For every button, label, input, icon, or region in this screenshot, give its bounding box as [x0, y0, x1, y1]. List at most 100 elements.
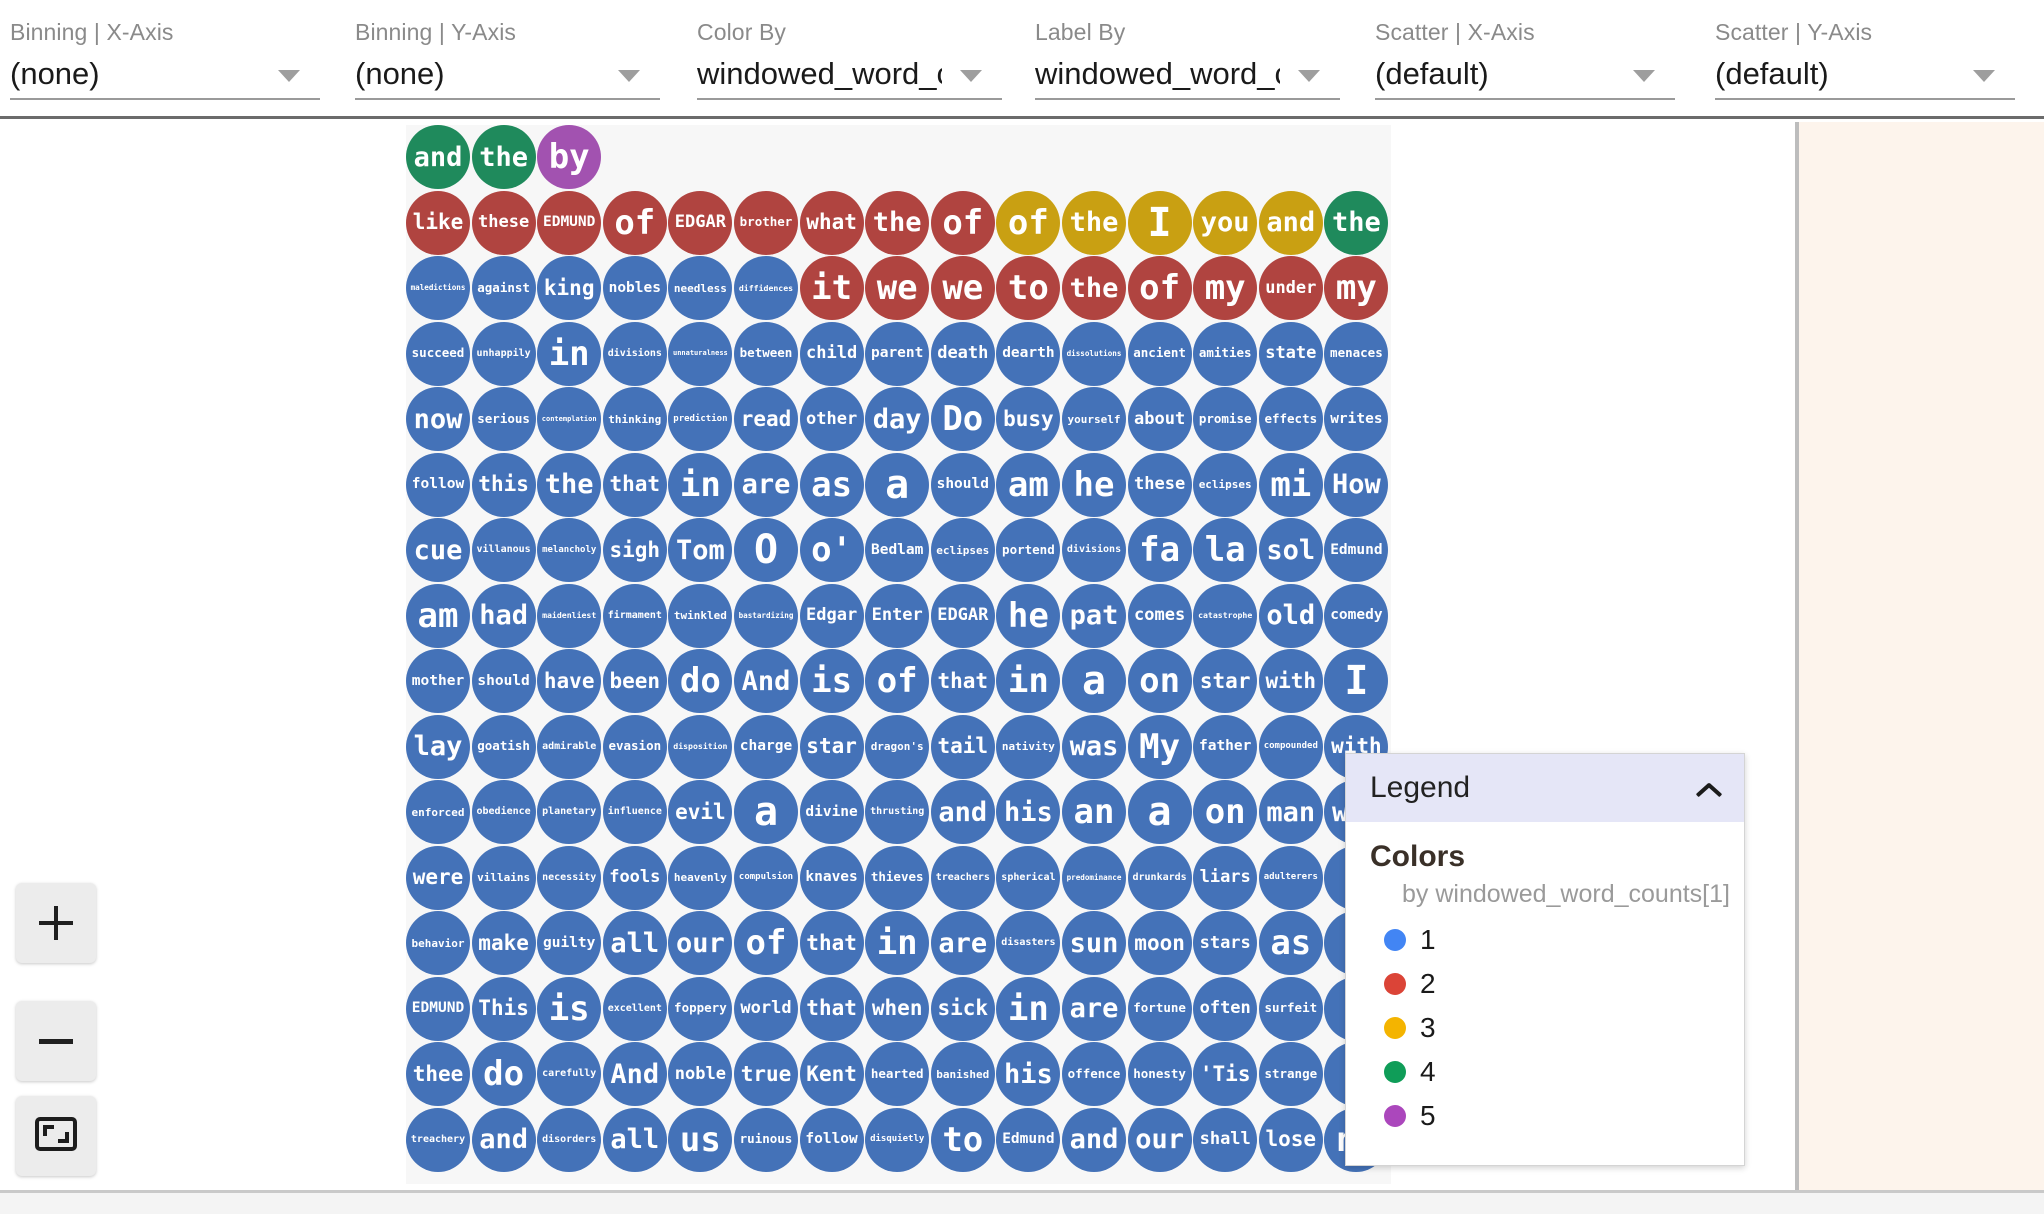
bubble-node[interactable]: the	[865, 190, 930, 255]
bubble-node[interactable]: menaces	[1324, 321, 1389, 386]
bubble-node[interactable]: on	[1193, 780, 1258, 844]
control-binning-y-axis[interactable]: Binning | Y-Axis(none)	[355, 18, 660, 100]
bubble-node[interactable]: sick	[930, 976, 995, 1041]
select-binning-x-axis[interactable]: (none)	[10, 54, 320, 100]
bubble-node[interactable]: And	[602, 1042, 667, 1106]
bubble-node[interactable]: state	[1258, 321, 1323, 386]
bubble-node[interactable]: o'	[799, 518, 864, 582]
bubble-node[interactable]: of	[930, 190, 995, 255]
bubble-node[interactable]: been	[602, 649, 667, 713]
bubble-node[interactable]: bastardizing	[734, 583, 798, 648]
bubble-node[interactable]: a	[1127, 780, 1192, 844]
bubble-node[interactable]: knaves	[799, 845, 864, 910]
legend-panel[interactable]: Legend Colors by windowed_word_counts[1]…	[1345, 753, 1745, 1166]
bubble-node[interactable]: my	[1324, 256, 1389, 320]
bubble-node[interactable]: an	[1062, 780, 1126, 844]
bubble-node[interactable]: thinking	[602, 387, 667, 451]
bubble-node[interactable]: maledictions	[406, 256, 470, 320]
bubble-node[interactable]: Kent	[799, 1042, 864, 1106]
bubble-node[interactable]: that	[799, 911, 864, 975]
bubble-node[interactable]: am	[406, 583, 470, 648]
bubble-node[interactable]: adulterers	[1258, 845, 1323, 910]
bubble-node[interactable]: do	[668, 649, 733, 713]
bubble-node[interactable]: and	[1258, 190, 1323, 255]
bubble-node[interactable]: Edmund	[996, 1107, 1061, 1172]
bubble-node[interactable]: of	[865, 649, 930, 713]
legend-item[interactable]: 1	[1384, 923, 1720, 957]
bubble-node[interactable]: evil	[668, 780, 733, 844]
bubble-node[interactable]: are	[1062, 976, 1126, 1041]
bubble-node[interactable]: noble	[668, 1042, 733, 1106]
bubble-node[interactable]: cue	[406, 518, 470, 582]
legend-header[interactable]: Legend	[1346, 754, 1744, 822]
bubble-node[interactable]: a	[865, 452, 930, 517]
bubble-node[interactable]: necessity	[537, 845, 602, 910]
bubble-node[interactable]: mi	[1258, 452, 1323, 517]
bubble-node[interactable]: should	[930, 452, 995, 517]
bubble-node[interactable]: Do	[930, 387, 995, 451]
bubble-node[interactable]: offence	[1062, 1042, 1126, 1106]
bubble-node[interactable]: hearted	[865, 1042, 930, 1106]
bubble-node[interactable]: Tom	[668, 518, 733, 582]
bubble-node[interactable]: his	[996, 780, 1061, 844]
bubble-node[interactable]: he	[1062, 452, 1126, 517]
bubble-node[interactable]: diffidences	[734, 256, 798, 320]
bubble-node[interactable]: all	[602, 1107, 667, 1172]
bubble-node[interactable]: surfeit	[1258, 976, 1323, 1041]
select-binning-y-axis[interactable]: (none)	[355, 54, 660, 100]
bubble-node[interactable]: effects	[1258, 387, 1323, 451]
bubble-node[interactable]: the	[1062, 256, 1126, 320]
bubble-node[interactable]: the	[1062, 190, 1126, 255]
bubble-node[interactable]: catastrophe	[1193, 583, 1258, 648]
chevron-up-icon[interactable]	[1696, 775, 1722, 801]
bubble-node[interactable]: thrusting	[865, 780, 930, 844]
select-label-by[interactable]: windowed_word_c	[1035, 54, 1340, 100]
bubble-node[interactable]: And	[734, 649, 798, 713]
bubble-node[interactable]: dearth	[996, 321, 1061, 386]
bubble-node[interactable]: thieves	[865, 845, 930, 910]
bubble-node[interactable]: our	[1127, 1107, 1192, 1172]
select-scatter-y-axis[interactable]: (default)	[1715, 54, 2015, 100]
bubble-node[interactable]: carefully	[537, 1042, 602, 1106]
bubble-node[interactable]: old	[1258, 583, 1323, 648]
bubble-node[interactable]: divisions	[1062, 518, 1126, 582]
bubble-node[interactable]: had	[471, 583, 536, 648]
bubble-node[interactable]: stars	[1193, 911, 1258, 975]
bubble-node[interactable]: nobles	[602, 256, 667, 320]
bubble-node[interactable]: fools	[602, 845, 667, 910]
bubble-node[interactable]: firmament	[602, 583, 667, 648]
bubble-node[interactable]: EDMUND	[537, 190, 602, 255]
bubble-node[interactable]: charge	[734, 714, 798, 779]
bubble-node[interactable]: in	[996, 976, 1061, 1041]
bubble-node[interactable]: about	[1127, 387, 1192, 451]
bubble-node[interactable]: we	[865, 256, 930, 320]
bubble-node[interactable]: mother	[406, 649, 470, 713]
bubble-node[interactable]: should	[471, 649, 536, 713]
bubble-node[interactable]: you	[1193, 190, 1258, 255]
bubble-node[interactable]: busy	[996, 387, 1061, 451]
bubble-node[interactable]: behavior	[406, 911, 470, 975]
chevron-down-icon[interactable]	[618, 70, 640, 82]
bubble-node[interactable]: eclipses	[1193, 452, 1258, 517]
bubble-node[interactable]: in	[865, 911, 930, 975]
bubble-node[interactable]: have	[537, 649, 602, 713]
bubble-node[interactable]: maidenliest	[537, 583, 602, 648]
control-binning-x-axis[interactable]: Binning | X-Axis(none)	[10, 18, 320, 100]
bubble-node[interactable]: serious	[471, 387, 536, 451]
bubble-node[interactable]: as	[1258, 911, 1323, 975]
bubble-node[interactable]: are	[930, 911, 995, 975]
bubble-node[interactable]: promise	[1193, 387, 1258, 451]
bubble-node[interactable]: yourself	[1062, 387, 1126, 451]
bubble-node[interactable]: in	[537, 321, 602, 386]
bubble-node[interactable]: man	[1258, 780, 1323, 844]
bubble-node[interactable]: disquietly	[865, 1107, 930, 1172]
bubble-node[interactable]: sol	[1258, 518, 1323, 582]
bubble-node[interactable]: ancient	[1127, 321, 1192, 386]
bubble-node[interactable]: foppery	[668, 976, 733, 1041]
bubble-node[interactable]: guilty	[537, 911, 602, 975]
bubble-node[interactable]: goatish	[471, 714, 536, 779]
bubble-node[interactable]: obedience	[471, 780, 536, 844]
bubble-node[interactable]: when	[865, 976, 930, 1041]
bubble-node[interactable]: the	[537, 452, 602, 517]
